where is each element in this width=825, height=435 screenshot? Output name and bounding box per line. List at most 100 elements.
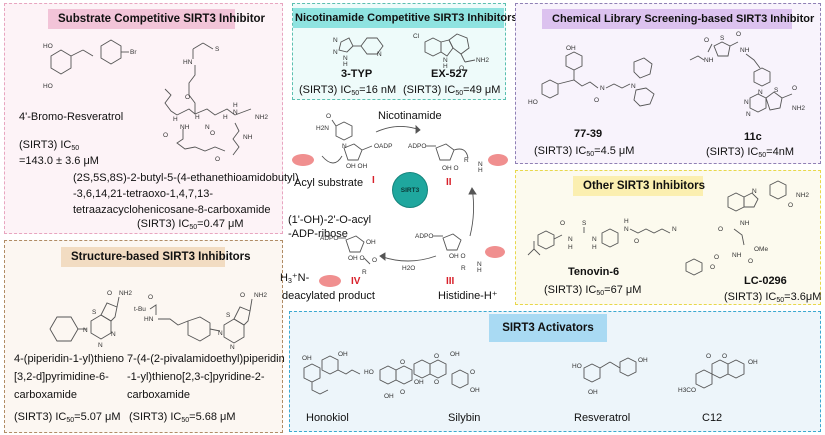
svg-text:N: N [443,57,448,64]
svg-text:N: N [342,143,347,150]
deacylated-cloud [319,275,341,287]
svg-text:N: N [205,124,210,131]
step-iv-label: IV [351,276,361,287]
svg-text:O: O [788,202,793,209]
svg-text:ADPO: ADPO [408,143,426,150]
svg-text:H2O: H2O [402,265,415,272]
svg-text:Br: Br [130,49,137,56]
svg-text:O: O [107,290,112,297]
svg-text:O: O [594,97,599,104]
tenovin-6-structure: O NH S NH HN ON [527,218,677,256]
svg-text:OH: OH [384,393,394,400]
svg-text:S: S [215,46,220,53]
svg-text:OADP: OADP [374,143,392,150]
77-39-name: 77-39 [574,128,603,140]
svg-text:Cl: Cl [413,33,420,40]
bromo-resveratrol-name: 4'-Bromo-Resveratrol [19,111,124,123]
svg-text:O: O [470,369,475,376]
svg-text:N: N [672,226,677,233]
svg-text:HO: HO [572,363,582,370]
intermediate-label-2: -ADP-ribose [288,228,348,240]
chemical-library-panel: Chemical Library Screening-based SIRT3 I… [515,3,821,164]
svg-text:N: N [333,37,338,44]
svg-text:O: O [710,264,715,271]
svg-text:OH: OH [366,239,376,246]
svg-text:S: S [720,35,725,42]
svg-text:N: N [333,49,338,56]
svg-text:OH OH: OH OH [346,163,368,170]
lc-0296-name: LC-0296 [744,275,787,287]
svg-text:S: S [92,309,97,316]
svg-text:HO: HO [364,369,374,376]
tenovin-6-ic50: (SIRT3) IC50=67 μM [544,284,642,297]
panel-title-substrate: Substrate Competitive SIRT3 Inhibitor [48,9,265,29]
nicotinamide-competitive-panel: Nicotinamide Competitive SIRT3 Inhibitor… [292,3,517,100]
svg-text:HO: HO [528,99,538,106]
svg-text:OH: OH [748,359,758,366]
svg-text:NH: NH [740,47,750,54]
svg-text:NH2: NH2 [796,192,809,199]
svg-text:H2N: H2N [316,125,329,132]
svg-text:NH: NH [704,57,714,64]
svg-text:NH2: NH2 [255,114,268,121]
svg-text:H: H [443,63,448,70]
svg-text:N: N [377,51,382,58]
77-39-ic50: (SIRT3) IC50=4.5 μM [534,145,635,158]
svg-text:N: N [477,261,482,268]
77-39-structure: OH HO NO N [528,45,655,107]
svg-text:N: N [233,109,238,116]
svg-text:NH2: NH2 [254,292,267,299]
svg-text:OH: OH [638,357,648,364]
svg-text:N: N [478,161,483,168]
structure-compound1-name-3: carboxamide [14,389,77,401]
svg-text:t-Bu: t-Bu [134,306,146,313]
11c-name: 11c [744,131,762,143]
substrate-competitive-panel: Substrate Competitive SIRT3 Inhibitor HO… [4,3,299,234]
svg-text:OH: OH [450,351,460,358]
svg-text:O: O [163,132,168,139]
macrocycle-name-line-1: (2S,5S,8S)-2-butyl-5-(4-ethanethioamidob… [73,172,299,184]
svg-text:S: S [774,87,779,94]
svg-text:NH2: NH2 [119,290,132,297]
svg-text:S: S [226,312,231,319]
structure-compound1-name-2: [3,2-d]pyrimidine-6- [14,371,109,383]
svg-text:OH: OH [338,351,348,358]
svg-text:H: H [568,244,573,251]
svg-text:O: O [560,220,565,227]
structure-compound1-ic50: (SIRT3) IC50=5.07 μM [14,411,121,424]
svg-text:R: R [362,269,367,276]
structure-compound2-ic50: (SIRT3) IC50=5.68 μM [129,411,236,424]
3-typ-ic50: (SIRT3) IC50=16 nM [299,84,397,97]
svg-text:O: O [706,353,711,360]
svg-text:HN: HN [144,316,154,323]
deacylated-amine: H3⁺N- [280,272,310,285]
svg-text:O: O [326,113,331,120]
svg-text:O: O [372,257,377,264]
svg-text:N: N [83,327,88,334]
histidine-label: Histidine-H⁺ [438,290,498,302]
svg-text:O: O [400,359,405,366]
svg-text:N: N [744,99,749,106]
svg-text:NH: NH [180,124,190,131]
11c-ic50: (SIRT3) IC50=4nM [706,146,794,159]
svg-text:NH: NH [732,252,742,259]
svg-text:OH O: OH O [348,255,365,262]
panel-title-other: Other SIRT3 Inhibitors [573,176,705,196]
svg-text:N: N [230,344,235,351]
panel-title-nicotinamide: Nicotinamide Competitive SIRT3 Inhibitor… [293,8,517,28]
svg-text:HO: HO [43,83,53,90]
structure-ii: ADPO OH O RNH [408,143,508,174]
svg-text:N: N [752,188,757,195]
silybin-name: Silybin [448,412,481,424]
step-iii-label: III [446,276,455,287]
svg-text:O: O [210,130,215,137]
honokiol-name: Honokiol [306,412,349,424]
